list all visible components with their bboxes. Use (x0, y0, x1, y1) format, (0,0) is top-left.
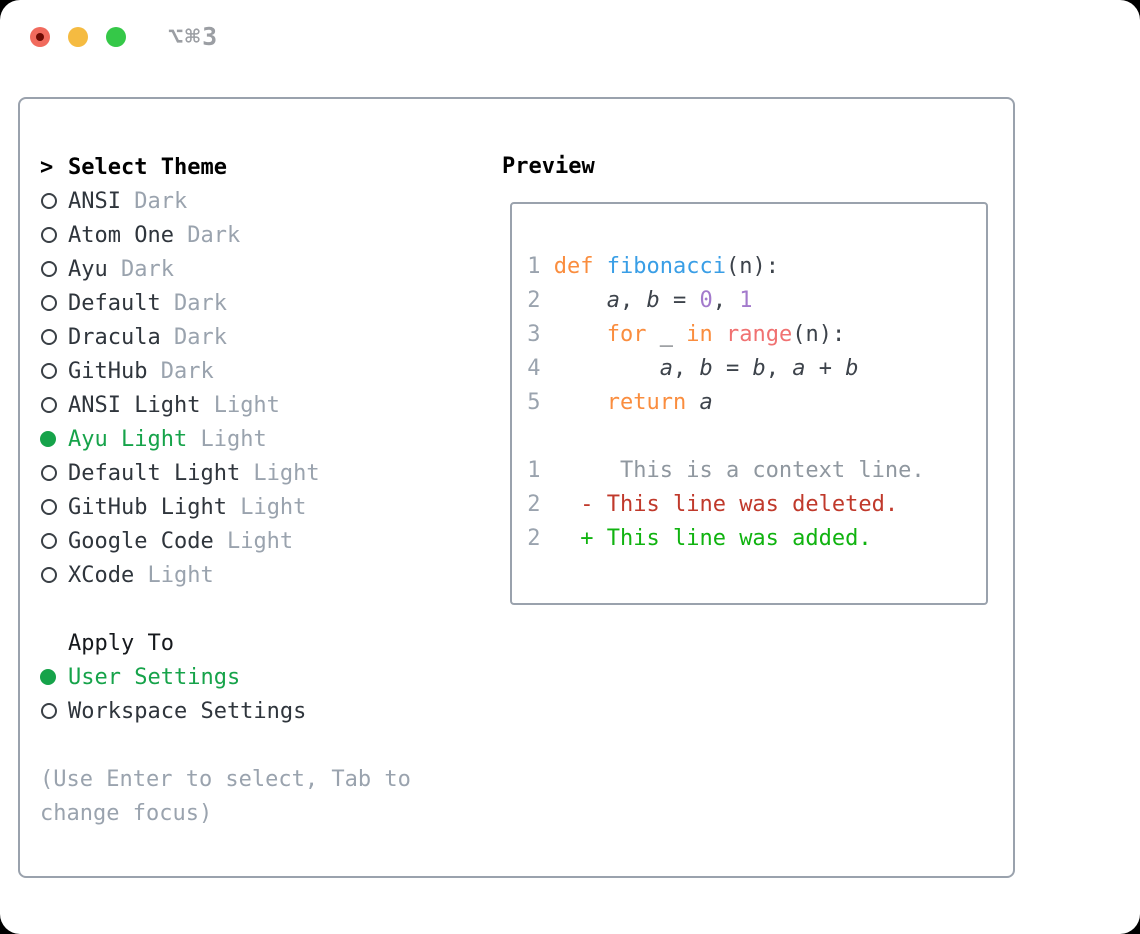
apply-option-workspace-settings[interactable]: Workspace Settings (40, 694, 480, 728)
theme-option-name: XCode (68, 562, 135, 588)
theme-option-default-light[interactable]: Default Light Light (40, 456, 480, 490)
caret-icon: > (40, 154, 54, 180)
theme-option-variant: Dark (173, 222, 241, 248)
code-line: 4 a, b = b, a + b (514, 356, 859, 381)
theme-option-default[interactable]: Default Dark (40, 286, 480, 320)
radio-selected-icon (40, 669, 68, 685)
theme-option-google-code[interactable]: Google Code Light (40, 524, 480, 558)
code-line: 2 + This line was added. (514, 526, 872, 551)
radio-icon (40, 261, 68, 277)
theme-option-name: Default (68, 290, 161, 316)
theme-option-ayu[interactable]: Ayu Dark (40, 252, 480, 286)
theme-option-name: Ayu Light (68, 426, 188, 452)
theme-option-name: Google Code (68, 528, 214, 554)
radio-icon (40, 533, 68, 549)
theme-option-variant: Dark (160, 290, 227, 316)
radio-icon (40, 295, 68, 311)
window-title-shortcut: ⌥⌘3 (168, 22, 220, 51)
theme-option-name: Ayu (68, 256, 108, 282)
theme-option-variant: Dark (160, 324, 227, 350)
spacer-row (40, 592, 480, 626)
titlebar: ⌥⌘3 (0, 0, 1140, 70)
zoom-button[interactable] (106, 27, 126, 47)
radio-selected-icon (40, 431, 68, 447)
apply-to-heading: Apply To (68, 630, 174, 656)
radio-icon (40, 397, 68, 413)
apply-to-header-row: Apply To (40, 626, 480, 660)
theme-option-variant: Light (240, 460, 320, 486)
apply-option-name: Workspace Settings (68, 698, 307, 724)
theme-option-name: Atom One (68, 222, 174, 248)
theme-option-ansi[interactable]: ANSI Dark (40, 184, 480, 218)
minimize-button[interactable] (68, 27, 88, 47)
theme-option-ansi-light[interactable]: ANSI Light Light (40, 388, 480, 422)
spacer-row (40, 728, 480, 762)
theme-option-name: GitHub Light (68, 494, 227, 520)
preview-heading: Preview (502, 154, 595, 179)
theme-option-github[interactable]: GitHub Dark (40, 354, 480, 388)
code-line (514, 420, 986, 454)
apply-option-user-settings[interactable]: User Settings (40, 660, 480, 694)
theme-option-name: Default Light (68, 460, 241, 486)
code-line: 1 This is a context line. (514, 458, 925, 483)
theme-option-variant: Light (213, 528, 294, 554)
apply-option-name: User Settings (68, 664, 241, 690)
theme-option-xcode[interactable]: XCode Light (40, 558, 480, 592)
radio-icon (40, 567, 68, 583)
radio-icon (40, 329, 68, 345)
code-line: 2 a, b = 0, 1 (514, 288, 753, 313)
theme-option-github-light[interactable]: GitHub Light Light (40, 490, 480, 524)
theme-option-name: ANSI (68, 188, 121, 214)
code-line: 5 return a (514, 390, 713, 415)
radio-icon (40, 703, 68, 719)
header-marker: > (40, 155, 68, 180)
close-button[interactable] (30, 27, 50, 47)
hint-text: (Use Enter to select, Tab to (40, 766, 411, 792)
theme-option-name: GitHub (68, 358, 148, 384)
theme-option-variant: Light (200, 392, 280, 418)
theme-option-name: Dracula (68, 324, 161, 350)
theme-option-ayu-light[interactable]: Ayu Light Light (40, 422, 480, 456)
code-line: 1 def fibonacci(n): (514, 254, 779, 279)
theme-option-dracula[interactable]: Dracula Dark (40, 320, 480, 354)
hint-text: change focus) (40, 800, 213, 826)
code-line: 3 for _ in range(n): (514, 322, 846, 347)
preview-box: 1 def fibonacci(n): 2 a, b = 0, 1 3 for … (510, 202, 988, 605)
radio-icon (40, 499, 68, 515)
theme-option-atom-one[interactable]: Atom One Dark (40, 218, 480, 252)
radio-icon (40, 227, 68, 243)
theme-list-title: Select Theme (68, 154, 227, 180)
theme-option-name: ANSI Light (68, 392, 201, 418)
theme-list-header: > Select Theme (40, 150, 480, 184)
theme-option-variant: Dark (107, 256, 174, 282)
radio-icon (40, 363, 68, 379)
theme-option-variant: Light (226, 494, 307, 520)
theme-option-variant: Light (187, 426, 267, 452)
theme-option-variant: Dark (147, 358, 214, 384)
code-preview: 1 def fibonacci(n): 2 a, b = 0, 1 3 for … (512, 204, 986, 556)
radio-icon (40, 465, 68, 481)
radio-icon (40, 193, 68, 209)
theme-option-variant: Light (134, 562, 214, 588)
code-line: 2 - This line was deleted. (514, 492, 899, 517)
theme-option-variant: Dark (120, 188, 188, 214)
